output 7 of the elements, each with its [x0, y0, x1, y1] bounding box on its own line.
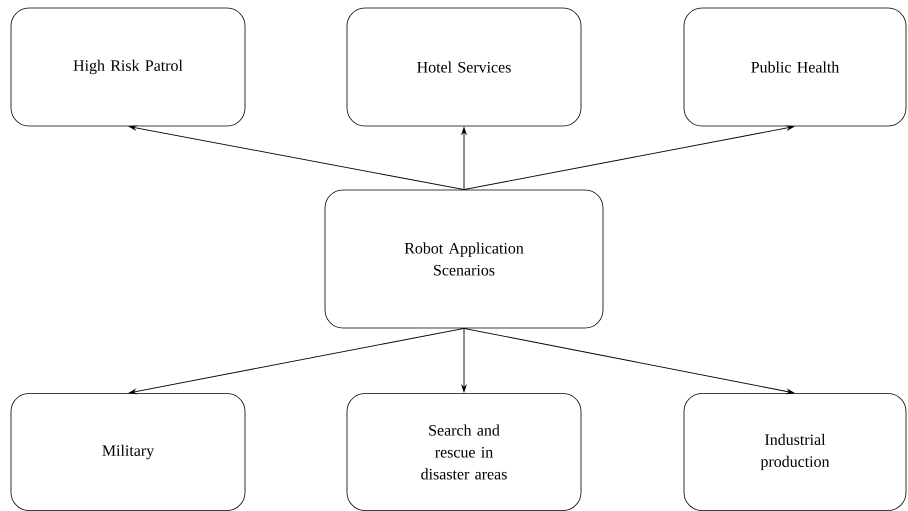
process-box: High Risk Patrol — [10, 8, 246, 126]
process-box: Search and rescue in disaster areas — [346, 393, 582, 511]
process-box: Public Health — [684, 8, 906, 126]
process-box: Military — [10, 393, 246, 511]
process-box: Industrial production — [684, 393, 906, 511]
process-box: Robot Application Scenarios — [324, 190, 604, 328]
process-box: Hotel Services — [346, 8, 582, 126]
